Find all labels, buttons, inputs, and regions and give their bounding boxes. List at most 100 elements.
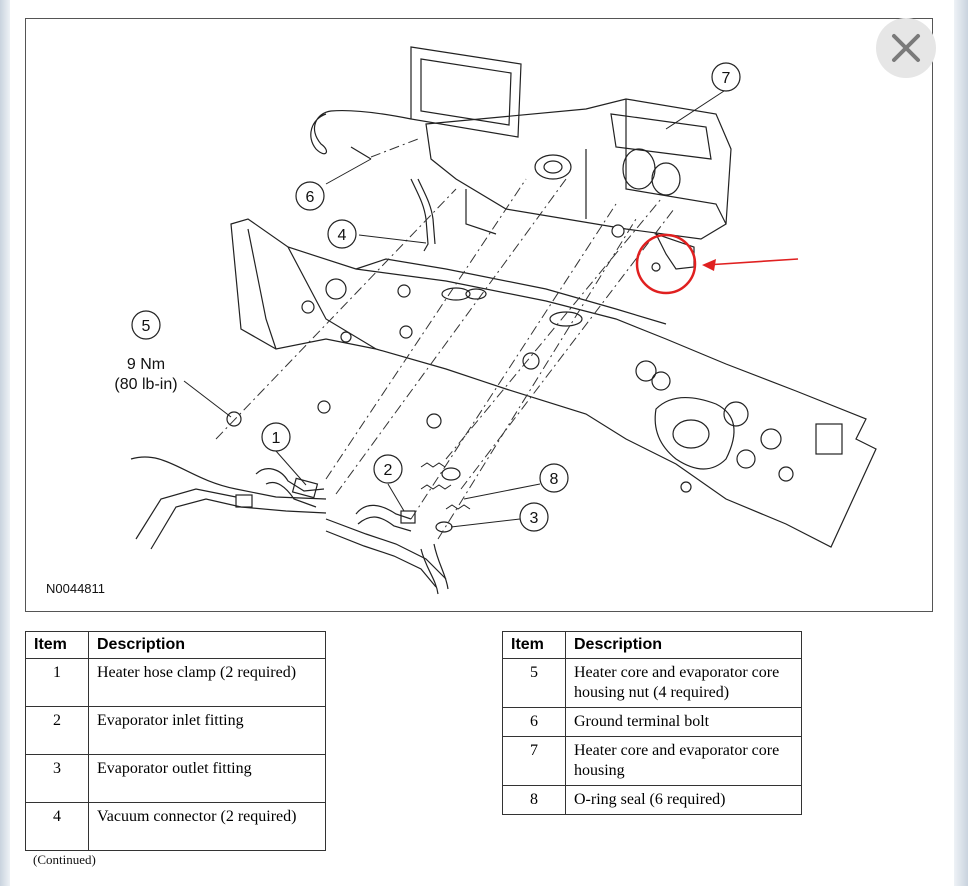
assembly-line <box>410 203 617 520</box>
heater-hose-lower <box>130 456 327 500</box>
legend-item-description: Vacuum connector (2 required) <box>88 802 326 851</box>
figure-id: N0044811 <box>46 581 106 596</box>
inlet-fitting <box>400 510 416 524</box>
line-art <box>130 46 877 595</box>
legend-item-description: O-ring seal (6 required) <box>565 785 802 815</box>
legend-row: 7 Heater core and evaporator core housin… <box>502 736 802 786</box>
panel-hole <box>549 311 583 327</box>
panel-hole <box>325 278 347 300</box>
legend-table-right: Item Description 5 Heater core and evapo… <box>502 631 802 815</box>
assembly-line <box>370 138 419 158</box>
heater-hose-lower-b <box>150 498 327 550</box>
ground-bolt-shank <box>350 146 372 160</box>
panel-hole <box>397 284 411 298</box>
leader-line <box>387 483 405 512</box>
panel-hole <box>736 449 756 469</box>
window-frame-left <box>0 0 10 886</box>
housing-nut-bracket <box>654 232 695 270</box>
ac-line-b <box>325 530 437 588</box>
housing-nut <box>340 331 352 343</box>
housing-nut <box>426 413 442 429</box>
highlight-arrow-line <box>705 258 799 266</box>
legend-item-description: Heater core and evaporator core housing … <box>565 658 802 708</box>
leader-line <box>275 450 307 486</box>
legend-row: 5 Heater core and evaporator core housin… <box>502 658 802 708</box>
highlight-circle <box>635 233 697 295</box>
callout-4-label: 4 <box>338 227 347 244</box>
legend-row: 6 Ground terminal bolt <box>502 707 802 737</box>
highlight-annotation <box>635 233 799 295</box>
panel-hole <box>301 300 315 314</box>
ac-line <box>325 518 447 580</box>
assembly-line <box>445 198 662 460</box>
legend-item-number: 4 <box>25 802 89 851</box>
legend-item-number: 8 <box>502 785 566 815</box>
leader-line <box>358 234 427 244</box>
panel-hole <box>760 428 782 450</box>
panel-hole <box>635 360 657 382</box>
dash-panel-crease <box>287 246 377 350</box>
assembly-line <box>215 188 457 440</box>
o-ring-stack <box>445 504 471 510</box>
panel-hole <box>723 401 749 427</box>
leader-line <box>183 380 232 418</box>
leader-line <box>325 158 372 185</box>
leader-line <box>665 90 725 130</box>
panel-hole <box>399 325 413 339</box>
o-ring-stack <box>420 484 452 490</box>
panel-cutout-inner <box>672 419 710 449</box>
housing-duct-box <box>410 46 522 138</box>
heater-port <box>651 162 681 196</box>
o-ring-seal <box>441 467 461 481</box>
legend-row: 4 Vacuum connector (2 required) <box>25 802 326 851</box>
callout-3-label: 3 <box>530 510 539 527</box>
callout-2: 2 <box>373 454 403 484</box>
torque-spec-imperial: (80 lb-in) <box>114 376 177 393</box>
callout-1-label: 1 <box>272 430 281 447</box>
legend-item-number: 2 <box>25 706 89 755</box>
heater-hose-branch <box>135 488 237 540</box>
legend-item-description: Evaporator inlet fitting <box>88 706 326 755</box>
heater-hose-upper <box>255 468 325 492</box>
leader-line <box>463 483 541 500</box>
legend-header-row: Item Description <box>25 631 326 659</box>
close-button[interactable] <box>876 18 936 78</box>
legend-row: 3 Evaporator outlet fitting <box>25 754 326 803</box>
panel-hole <box>522 352 540 370</box>
callout-5: 5 <box>131 310 161 340</box>
legend-item-description: Heater hose clamp (2 required) <box>88 658 326 707</box>
callout-1: 1 <box>261 422 291 452</box>
legend-item-number: 7 <box>502 736 566 786</box>
dash-panel-top-lip <box>355 258 667 325</box>
legend-item-number: 5 <box>502 658 566 708</box>
column-header-description: Description <box>88 631 326 659</box>
dash-panel-edge <box>247 228 277 350</box>
housing-nut <box>226 411 242 427</box>
housing-top-panel <box>610 113 712 160</box>
dash-panel-outline <box>230 218 877 548</box>
legend-row: 1 Heater hose clamp (2 required) <box>25 658 326 707</box>
window-frame-right <box>954 0 968 886</box>
assembly-line <box>460 208 675 490</box>
legend-item-description: Heater core and evaporator core housing <box>565 736 802 786</box>
callout-7-label: 7 <box>722 70 731 87</box>
continued-note: (Continued) <box>33 852 96 867</box>
panel-bolt <box>680 481 692 493</box>
close-icon[interactable] <box>891 33 921 63</box>
leader-lines <box>183 90 725 528</box>
evaporator-inlet-line <box>355 504 412 520</box>
housing-body <box>425 98 732 240</box>
callout-6: 6 <box>295 181 325 211</box>
legend-item-description: Ground terminal bolt <box>565 707 802 737</box>
callout-6-label: 6 <box>306 189 315 206</box>
callouts: 1 2 3 4 5 6 7 <box>114 62 741 532</box>
callout-8: 8 <box>539 463 569 493</box>
housing-nut <box>651 262 661 272</box>
housing-duct-inner <box>420 58 512 126</box>
legend-item-number: 6 <box>502 707 566 737</box>
assembly-line <box>335 178 567 495</box>
callout-3: 3 <box>519 502 549 532</box>
evaporator-outlet-line <box>420 548 439 595</box>
evaporator-inlet-line-b <box>357 516 412 532</box>
vacuum-connector <box>410 178 429 252</box>
